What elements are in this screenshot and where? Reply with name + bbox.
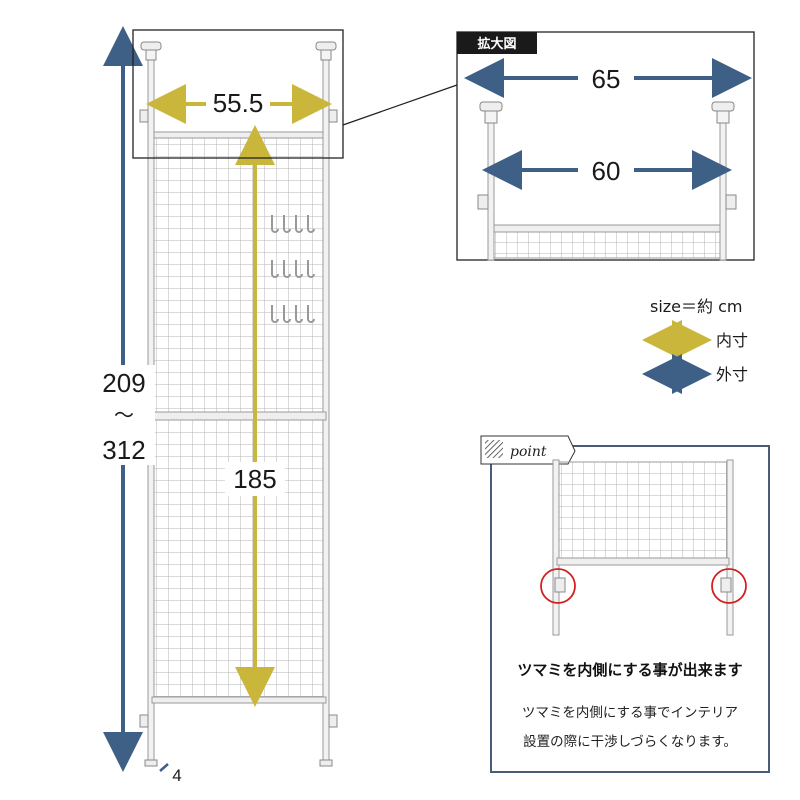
knob-right-bottom (328, 714, 338, 728)
hatch-icon (485, 440, 503, 458)
legend-size-note: size＝約 cm (650, 297, 743, 316)
point-tag-text: point (510, 444, 547, 460)
legend-outer-label: 外寸 (716, 365, 748, 384)
legend-inner-label: 内寸 (716, 331, 748, 350)
knob-right-top (328, 109, 338, 123)
highlight-circle-right (711, 568, 747, 604)
total-height-max-label: 312 (102, 435, 145, 465)
product-illustration (139, 41, 338, 767)
point-desc-line1: ツマミを内側にする事でインテリア (522, 705, 738, 721)
depth-arrow (159, 763, 169, 772)
middle-bar (151, 411, 327, 421)
foot-right (319, 759, 333, 767)
top-cap-right (315, 41, 337, 61)
top-cap-left (140, 41, 162, 61)
knob-left-bottom (139, 714, 149, 728)
knob-left-top (139, 109, 149, 123)
zoom-outer-width-label: 65 (592, 64, 621, 94)
top-inner-width-label: 55.5 (213, 88, 264, 118)
point-desc-line2: 設置の際に干渉しづらくなります。 (523, 734, 737, 750)
zoom-knob-right (725, 194, 737, 210)
foot-left (144, 759, 158, 767)
zoom-knob-left (477, 194, 489, 210)
point-title: ツマミを内側にする事が出来ます (517, 661, 742, 679)
legend: size＝約 cm 内寸 外寸 (642, 297, 748, 394)
upper-mesh-panel (153, 135, 324, 415)
point-tag (480, 435, 576, 465)
zoom-inner-width-label: 60 (592, 156, 621, 186)
right-pole (322, 54, 330, 766)
callout-connector (342, 84, 458, 126)
zoom-detail-panel: 拡大図 65 60 (456, 31, 755, 261)
point-mesh (558, 461, 728, 559)
point-box: point ツマミを内側にする事が出来ます ツマミを内側にする事でインテリア 設… (480, 435, 770, 773)
depth-label: 4 (172, 766, 181, 785)
zoom-callout-frame (132, 29, 344, 159)
tilde-label: ～ (114, 405, 134, 427)
inner-height-label: 185 (233, 464, 276, 494)
total-height-min-label: 209 (102, 368, 145, 398)
zoom-mesh (493, 231, 721, 259)
highlight-circle-left (540, 568, 576, 604)
zoom-badge-text: 拡大図 (477, 36, 516, 52)
zoom-badge (457, 32, 537, 54)
